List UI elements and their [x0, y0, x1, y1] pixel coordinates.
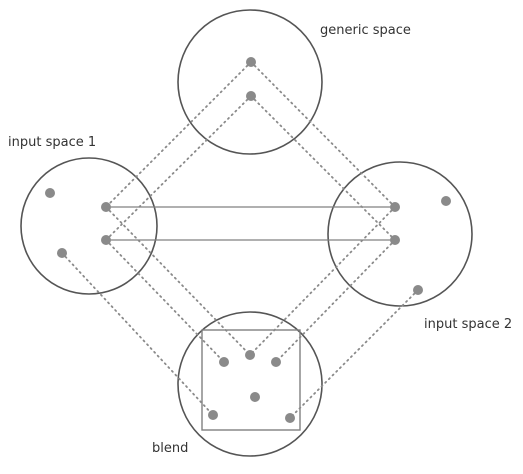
projection-line	[249, 206, 396, 356]
input-space-2-element	[441, 196, 451, 206]
projection-line	[289, 289, 419, 419]
projection-line	[250, 61, 396, 208]
generic-space-label: generic space	[320, 23, 411, 38]
blend-element	[219, 357, 229, 367]
input-space-2-label: input space 2	[424, 317, 512, 332]
projection-line	[250, 95, 396, 241]
projection-line	[105, 239, 225, 363]
blend-circle	[177, 311, 323, 457]
input-space-2-element	[390, 235, 400, 245]
generic-space-element	[246, 57, 256, 67]
projection-line	[61, 252, 214, 416]
generic-space-element	[246, 91, 256, 101]
input-space-1-element	[101, 202, 111, 212]
blend-element	[285, 413, 295, 423]
input-space-1-element	[101, 235, 111, 245]
input-space-2-element	[413, 285, 423, 295]
blend-element	[271, 357, 281, 367]
blend-element	[208, 410, 218, 420]
blend-frame	[201, 329, 301, 431]
input-space-2-circle	[327, 161, 473, 307]
input-space-2-element	[390, 202, 400, 212]
projection-line	[105, 61, 252, 208]
projection-line	[275, 239, 396, 363]
projection-line	[105, 206, 251, 356]
input-space-1-circle	[20, 157, 158, 295]
projection-line	[105, 95, 252, 241]
blend-element	[250, 392, 260, 402]
blend-element	[245, 350, 255, 360]
input-space-1-element	[57, 248, 67, 258]
blend-label: blend	[152, 441, 188, 456]
input-space-1-label: input space 1	[8, 135, 96, 150]
generic-space-circle	[177, 9, 323, 155]
input-space-1-element	[45, 188, 55, 198]
